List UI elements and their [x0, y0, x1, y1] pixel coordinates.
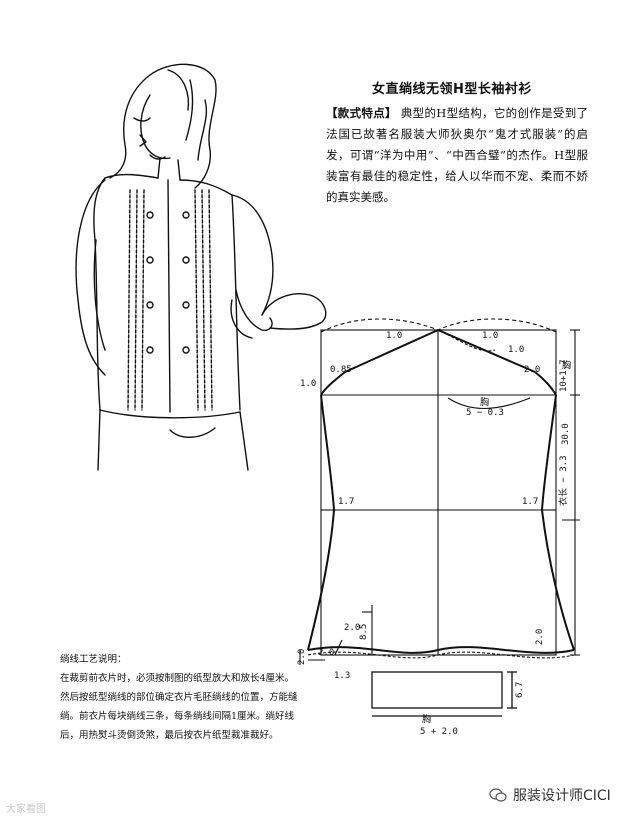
process-text: 在裁剪前衣片时，必须按制图的纸型放大和放长4厘米。然后按纸型绱线的部位确定衣片毛…	[60, 673, 298, 741]
fashion-illustration	[75, 63, 327, 471]
label-armhole-offset: 2.0	[524, 365, 540, 375]
label-yoke-height: 6.7	[515, 682, 525, 698]
label-waist-left: 1.7	[338, 497, 354, 507]
process-heading: 绱线工艺说明：	[60, 654, 127, 665]
yoke-pattern	[371, 671, 517, 717]
page-title: 女直绱线无领H型长袖衬衫	[372, 82, 532, 97]
label-hem-right-side: 2.0	[535, 629, 545, 645]
label-hem-left-bottom: 2.0	[318, 648, 334, 658]
bodice-pattern	[299, 318, 580, 665]
pattern-labels: 1.0 1.0 1.0 0.85 1.0 2.0 胸 5 − 0.3 胸 10+…	[297, 331, 571, 737]
label-hem-corner: 1.3	[334, 671, 350, 681]
label-chest-num: 胸	[480, 396, 489, 408]
style-description: 【款式特点】 典型的H型结构，它的创作是受到了法国已故著名服装大师狄奥尔“鬼才式…	[326, 103, 588, 208]
label-yoke-width-num: 胸	[422, 713, 431, 725]
watermark-left: 大家看图	[6, 804, 46, 815]
label-yoke-width-den: 5 + 2.0	[420, 727, 458, 737]
label-neck-back: 1.0	[508, 345, 524, 355]
description-lead: 【款式特点】	[326, 106, 397, 120]
process-notes: 绱线工艺说明： 在裁剪前衣片时，必须按制图的纸型放大和放长4厘米。然后按纸型绱线…	[60, 650, 300, 745]
label-length-total: 衣长 − 3.3	[557, 455, 569, 506]
label-waist-right: 1.7	[522, 497, 538, 507]
label-shoulder-drop: 1.0	[300, 379, 316, 389]
label-chest-den: 5 − 0.3	[466, 408, 504, 418]
watermark-account: 服装设计师CICI	[513, 788, 611, 804]
label-dart-left: 2.0	[344, 623, 360, 633]
label-armhole-den: 10+1.7	[559, 359, 569, 392]
label-armhole-num: 胸	[562, 359, 571, 371]
label-shoulder-right: 1.0	[482, 331, 498, 341]
label-shoulder-left: 1.0	[386, 331, 402, 341]
label-hem-left-side: 2.0	[297, 649, 307, 665]
label-side-neck: 0.85	[330, 365, 352, 375]
description-text: 典型的H型结构，它的创作是受到了法国已故著名服装大师狄奥尔“鬼才式服装”的启发，…	[326, 106, 589, 204]
wechat-icon	[489, 788, 507, 802]
label-dart-height: 8.5	[359, 624, 369, 640]
watermark-right: 服装设计师CICI	[489, 785, 611, 805]
label-length-upper: 30.0	[561, 423, 571, 445]
